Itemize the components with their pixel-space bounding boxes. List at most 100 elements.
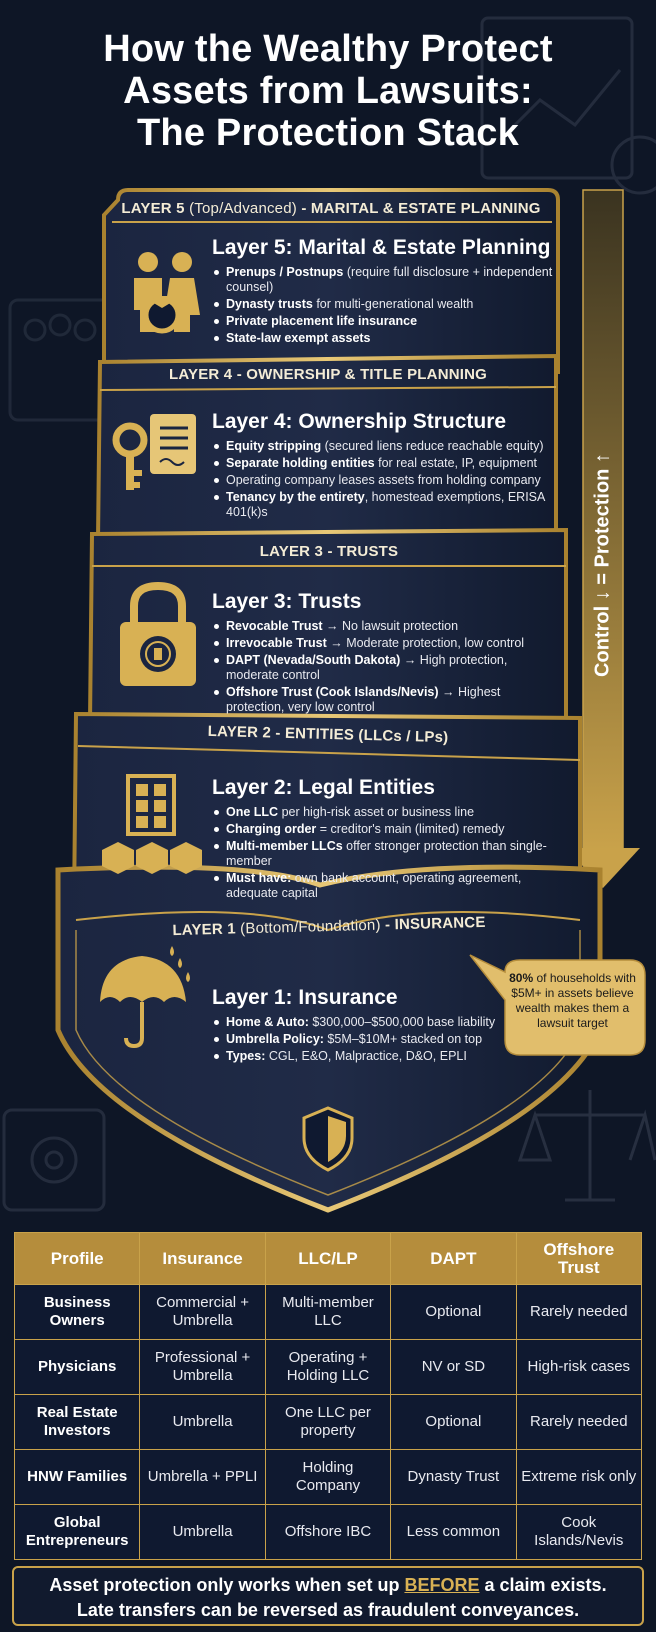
building-boxes-icon [102, 774, 202, 874]
layer3-bullets: Revocable Trust → No lawsuit protection … [212, 619, 562, 715]
table-cell: Optional [390, 1394, 517, 1450]
list-item: Equity stripping (secured liens reduce r… [212, 439, 562, 454]
table-cell: Global Entrepreneurs [13, 1504, 141, 1560]
table-header: Insurance [139, 1232, 266, 1285]
list-item: Dynasty trusts for multi-generational we… [212, 297, 562, 312]
list-item: Operating company leases assets from hol… [212, 473, 562, 488]
layer1-header-bold: LAYER 1 [172, 920, 237, 940]
umbrella-icon [100, 946, 190, 1049]
table-cell: Umbrella [139, 1504, 266, 1560]
footer-emphasis: BEFORE [404, 1575, 480, 1595]
layer1-title: Layer 1: Insurance [212, 986, 398, 1009]
table-row: Global Entrepreneurs Umbrella Offshore I… [13, 1504, 643, 1560]
table-cell: Commercial + Umbrella [139, 1284, 266, 1340]
list-item: Prenups / Postnups (require full disclos… [212, 265, 562, 295]
table-cell: Optional [390, 1284, 517, 1340]
table-row: Real Estate Investors Umbrella One LLC p… [13, 1394, 643, 1450]
layer5-panel [102, 188, 560, 374]
side-label-text: Control ↓ = Protection ↑ [591, 453, 614, 677]
table-cell: Umbrella [139, 1394, 266, 1450]
layer3-header: LAYER 3 - TRUSTS [92, 543, 566, 560]
decor-safe-icon [2, 1108, 106, 1212]
table-cell: High-risk cases [515, 1339, 643, 1395]
layer3-body: Layer 3: Trusts Revocable Trust → No law… [212, 590, 562, 717]
footer-warning: Asset protection only works when set up … [12, 1566, 644, 1626]
layer3-header-text: LAYER 3 - TRUSTS [259, 543, 399, 560]
list-item: Separate holding entities for real estat… [212, 456, 562, 471]
list-item: DAPT (Nevada/South Dakota) → High protec… [212, 653, 562, 683]
table-cell: Rarely needed [515, 1284, 643, 1340]
table-cell: Holding Company [264, 1449, 392, 1505]
layer5-header-bold: LAYER 5 [121, 200, 185, 217]
layer1-bullets: Home & Auto: $300,000–$500,000 base liab… [212, 1015, 502, 1064]
table-cell: Extreme risk only [515, 1449, 643, 1505]
list-item: Irrevocable Trust → Moderate protection,… [212, 636, 562, 651]
callout-text: of households with $5M+ in assets believ… [511, 971, 636, 1030]
table-cell: Dynasty Trust [390, 1449, 517, 1505]
decor-family-icon [8, 298, 112, 422]
profile-comparison-table: Profile Insurance LLC/LP DAPT Offshore T… [13, 1232, 643, 1560]
list-item: Revocable Trust → No lawsuit protection [212, 619, 562, 634]
table-row: HNW Families Umbrella + PPLI Holding Com… [13, 1449, 643, 1505]
table-header: LLC/LP [264, 1232, 392, 1285]
callout-bubble [469, 954, 646, 1056]
couple-ring-icon [134, 252, 200, 334]
list-item: Multi-member LLCs offer stronger protect… [212, 839, 562, 869]
layer1-body: Layer 1: Insurance Home & Auto: $300,000… [212, 986, 502, 1066]
layer3-title: Layer 3: Trusts [212, 590, 362, 613]
stat-callout: 80% of households with $5M+ in assets be… [505, 963, 640, 1051]
list-item: Home & Auto: $300,000–$500,000 base liab… [212, 1015, 502, 1030]
table-cell: Offshore IBC [264, 1504, 392, 1560]
footer-line-1: Asset protection only works when set up … [49, 1575, 607, 1595]
layer5-header-rest: - MARITAL & ESTATE PLANNING [296, 200, 541, 217]
layer4-body: Layer 4: Ownership Structure Equity stri… [212, 410, 562, 522]
table-cell: One LLC per property [264, 1394, 392, 1450]
table-cell: Real Estate Investors [13, 1394, 141, 1450]
list-item: Charging order = creditor's main (limite… [212, 822, 562, 837]
table-cell: Business Owners [13, 1284, 141, 1340]
table-cell: Physicians [13, 1339, 141, 1395]
table-cell: Multi-member LLC [264, 1284, 392, 1340]
layer5-bullets: Prenups / Postnups (require full disclos… [212, 265, 562, 346]
table-cell: HNW Families [13, 1449, 141, 1505]
table-header: Offshore Trust [515, 1232, 643, 1285]
title-line-3: The Protection Stack [137, 112, 519, 154]
footer-line-2: Late transfers can be reversed as fraudu… [76, 1600, 580, 1620]
table-cell: Professional + Umbrella [139, 1339, 266, 1395]
key-deed-icon [112, 414, 196, 490]
page-title: How the Wealthy Protect Assets from Laws… [0, 28, 656, 154]
list-item: State-law exempt assets [212, 331, 562, 346]
shield-emblem-icon [302, 1106, 354, 1172]
table-header: DAPT [390, 1232, 517, 1285]
table-row: Physicians Professional + Umbrella Opera… [13, 1339, 643, 1395]
layer2-title: Layer 2: Legal Entities [212, 776, 435, 799]
list-item: Umbrella Policy: $5M–$10M+ stacked on to… [212, 1032, 502, 1047]
list-item: One LLC per high-risk asset or business … [212, 805, 562, 820]
padlock-icon [120, 581, 196, 686]
list-item: Must have: own bank account, operating a… [212, 871, 562, 901]
list-item: Offshore Trust (Cook Islands/Nevis) → Hi… [212, 685, 562, 715]
layer5-header-lite: (Top/Advanced) [184, 200, 297, 217]
table-header-row: Profile Insurance LLC/LP DAPT Offshore T… [13, 1232, 643, 1285]
title-line-2: Assets from Lawsuits: [123, 70, 533, 112]
layer4-header: LAYER 4 - OWNERSHIP & TITLE PLANNING [100, 366, 556, 383]
table-cell: NV or SD [390, 1339, 517, 1395]
layer5-title: Layer 5: Marital & Estate Planning [212, 236, 551, 259]
list-item: Types: CGL, E&O, Malpractice, D&O, EPLI [212, 1049, 502, 1064]
layer4-bullets: Equity stripping (secured liens reduce r… [212, 439, 562, 520]
control-protection-arrow [566, 189, 640, 888]
table-row: Business Owners Commercial + Umbrella Mu… [13, 1284, 643, 1340]
table-cell: Rarely needed [515, 1394, 643, 1450]
callout-stat: 80% [509, 971, 534, 985]
layer4-header-text: LAYER 4 - OWNERSHIP & TITLE PLANNING [168, 366, 488, 383]
table-cell: Umbrella + PPLI [139, 1449, 266, 1505]
title-line-1: How the Wealthy Protect [103, 28, 553, 70]
layer2-bullets: One LLC per high-risk asset or business … [212, 805, 562, 901]
layer5-body: Layer 5: Marital & Estate Planning Prenu… [212, 236, 562, 348]
layer2-body: Layer 2: Legal Entities One LLC per high… [212, 776, 562, 903]
list-item: Private placement life insurance [212, 314, 562, 329]
table-header: Profile [13, 1232, 141, 1285]
layer5-header: LAYER 5 (Top/Advanced) - MARITAL & ESTAT… [104, 200, 558, 217]
list-item: Tenancy by the entirety, homestead exemp… [212, 490, 562, 520]
